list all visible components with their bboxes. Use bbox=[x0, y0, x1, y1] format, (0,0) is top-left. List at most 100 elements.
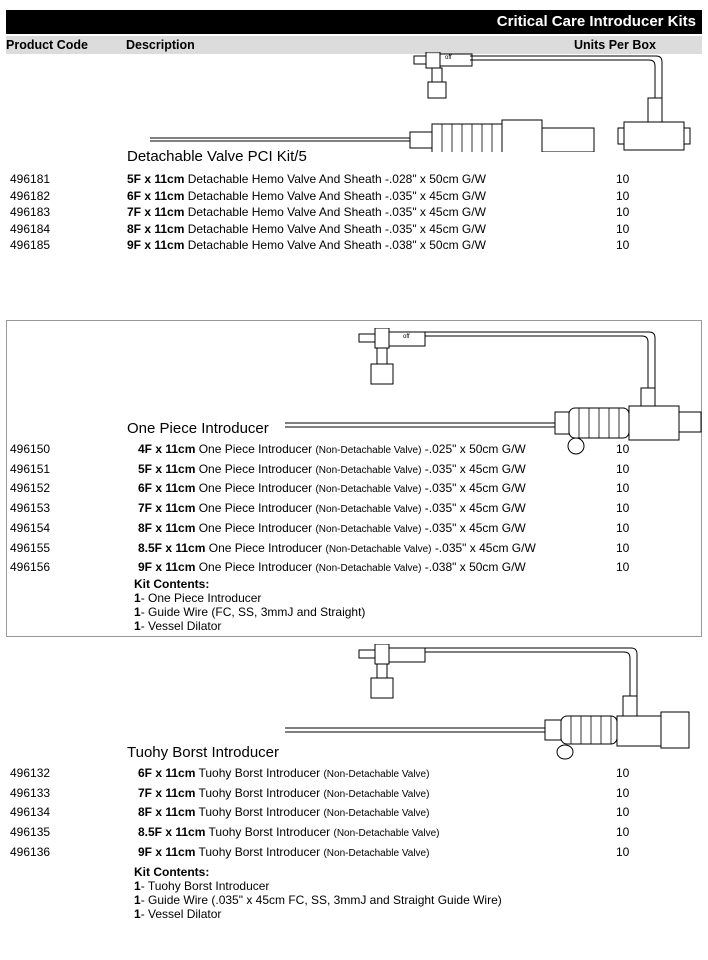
row-spec: -.035" x 45cm G/W bbox=[384, 188, 486, 203]
row-size: 5F x 11cm bbox=[127, 172, 185, 186]
row-name: One Piece Introducer bbox=[198, 461, 313, 476]
one-piece-section-box bbox=[6, 320, 702, 637]
one-piece-introducer-drawing bbox=[285, 328, 702, 455]
row-units: 10 bbox=[616, 844, 630, 859]
row-description: 8F x 11cm One Piece Introducer (Non-Deta… bbox=[138, 521, 526, 535]
kit-contents-heading: Kit Contents: bbox=[134, 865, 210, 879]
row-spec: -.035" x 45cm G/W bbox=[434, 540, 536, 555]
tuohy-borst-introducer-drawing bbox=[285, 644, 690, 760]
row-code: 496155 bbox=[10, 540, 51, 555]
row-units: 10 bbox=[616, 560, 630, 575]
row-name: Detachable Hemo Valve And Sheath bbox=[187, 221, 382, 236]
row-name: One Piece Introducer bbox=[198, 560, 313, 575]
row-code: 496182 bbox=[10, 188, 51, 203]
kit-item-text: Guide Wire (.035" x 45cm FC, SS, 3mmJ an… bbox=[148, 893, 502, 907]
row-size: 7F x 11cm bbox=[127, 205, 185, 219]
row-code: 496135 bbox=[10, 825, 51, 840]
row-size: 7F x 11cm bbox=[138, 501, 196, 516]
row-code: 496132 bbox=[10, 766, 51, 780]
detachable-valve-kit-drawing bbox=[150, 52, 691, 152]
row-size: 6F x 11cm bbox=[138, 766, 196, 780]
row-code: 496153 bbox=[10, 501, 51, 516]
column-header-bar: Product Code Description Units Per Box bbox=[6, 36, 702, 54]
row-spec: -.038" x 50cm G/W bbox=[384, 238, 486, 252]
page-title: Critical Care Introducer Kits bbox=[496, 13, 696, 30]
row-description: 6F x 11cm One Piece Introducer (Non-Deta… bbox=[138, 481, 526, 495]
table-row: 496185 9F x 11cm Detachable Hemo Valve An… bbox=[0, 238, 708, 254]
row-name: Tuohy Borst Introducer bbox=[198, 785, 321, 800]
table-row: 496154 8F x 11cm One Piece Introducer (No… bbox=[0, 521, 708, 537]
row-description: 9F x 11cm Detachable Hemo Valve And Shea… bbox=[127, 238, 486, 252]
row-size: 6F x 11cm bbox=[138, 481, 196, 496]
row-units: 10 bbox=[616, 785, 630, 800]
row-name: One Piece Introducer bbox=[198, 442, 313, 456]
row-units: 10 bbox=[616, 221, 630, 236]
section-title-one-piece: One Piece Introducer bbox=[127, 420, 269, 437]
page-title-banner: Critical Care Introducer Kits bbox=[6, 10, 702, 34]
row-description: 8F x 11cm Detachable Hemo Valve And Shea… bbox=[127, 222, 486, 236]
row-description: 8.5F x 11cm One Piece Introducer (Non-De… bbox=[138, 541, 536, 555]
row-note: (Non-Detachable Valve) bbox=[315, 484, 422, 496]
row-size: 9F x 11cm bbox=[138, 844, 196, 859]
row-note: (Non-Detachable Valve) bbox=[315, 464, 422, 476]
row-spec: -.035" x 45cm G/W bbox=[424, 461, 526, 476]
row-units: 10 bbox=[616, 481, 630, 496]
row-spec: -.035" x 45cm G/W bbox=[424, 501, 526, 516]
row-spec: -.025" x 50cm G/W bbox=[424, 442, 526, 456]
row-code: 496185 bbox=[10, 238, 51, 252]
kit-item-qty: 1 bbox=[134, 893, 141, 907]
row-note: (Non-Detachable Valve) bbox=[315, 563, 422, 575]
row-units: 10 bbox=[616, 825, 630, 840]
row-units: 10 bbox=[616, 442, 630, 456]
row-note: (Non-Detachable Valve) bbox=[315, 445, 422, 456]
row-description: 9F x 11cm One Piece Introducer (Non-Deta… bbox=[138, 560, 526, 574]
row-spec: -.035" x 45cm G/W bbox=[424, 520, 526, 535]
column-header-units: Units Per Box bbox=[574, 38, 656, 52]
row-size: 8F x 11cm bbox=[138, 805, 196, 820]
row-size: 4F x 11cm bbox=[138, 442, 196, 456]
row-units: 10 bbox=[616, 461, 630, 476]
row-code: 496183 bbox=[10, 205, 51, 219]
row-description: 9F x 11cm Tuohy Borst Introducer (Non-De… bbox=[138, 845, 429, 859]
stopcock-label-1: off bbox=[445, 55, 452, 61]
row-units: 10 bbox=[616, 238, 630, 252]
row-size: 8.5F x 11cm bbox=[138, 825, 206, 840]
row-spec: -.035" x 45cm G/W bbox=[384, 221, 486, 236]
row-note: (Non-Detachable Valve) bbox=[323, 847, 430, 859]
row-note: (Non-Detachable Valve) bbox=[323, 808, 430, 820]
kit-contents-heading: Kit Contents: bbox=[134, 577, 210, 591]
row-code: 496136 bbox=[10, 844, 51, 859]
row-description: 7F x 11cm Detachable Hemo Valve And Shea… bbox=[127, 205, 486, 219]
row-code: 496133 bbox=[10, 785, 51, 800]
row-description: 8.5F x 11cm Tuohy Borst Introducer (Non-… bbox=[138, 825, 439, 839]
row-name: Detachable Hemo Valve And Sheath bbox=[187, 238, 382, 252]
row-note: (Non-Detachable Valve) bbox=[333, 828, 440, 840]
row-name: One Piece Introducer bbox=[198, 501, 313, 516]
row-code: 496184 bbox=[10, 221, 51, 236]
kit-item-qty: 1 bbox=[134, 591, 141, 605]
row-units: 10 bbox=[616, 540, 630, 555]
row-units: 10 bbox=[616, 501, 630, 516]
row-size: 6F x 11cm bbox=[127, 188, 185, 203]
row-units: 10 bbox=[616, 205, 630, 219]
row-name: Detachable Hemo Valve And Sheath bbox=[187, 172, 382, 186]
row-name: Tuohy Borst Introducer bbox=[198, 844, 321, 859]
row-description: 5F x 11cm Detachable Hemo Valve And Shea… bbox=[127, 172, 486, 186]
row-code: 496156 bbox=[10, 560, 51, 575]
row-code: 496134 bbox=[10, 805, 51, 820]
row-code: 496154 bbox=[10, 520, 51, 535]
row-description: 5F x 11cm One Piece Introducer (Non-Deta… bbox=[138, 462, 526, 476]
row-description: 4F x 11cm One Piece Introducer (Non-Deta… bbox=[138, 442, 526, 456]
row-units: 10 bbox=[616, 172, 630, 186]
row-size: 9F x 11cm bbox=[127, 238, 185, 252]
row-spec: -.038" x 50cm G/W bbox=[424, 560, 526, 575]
